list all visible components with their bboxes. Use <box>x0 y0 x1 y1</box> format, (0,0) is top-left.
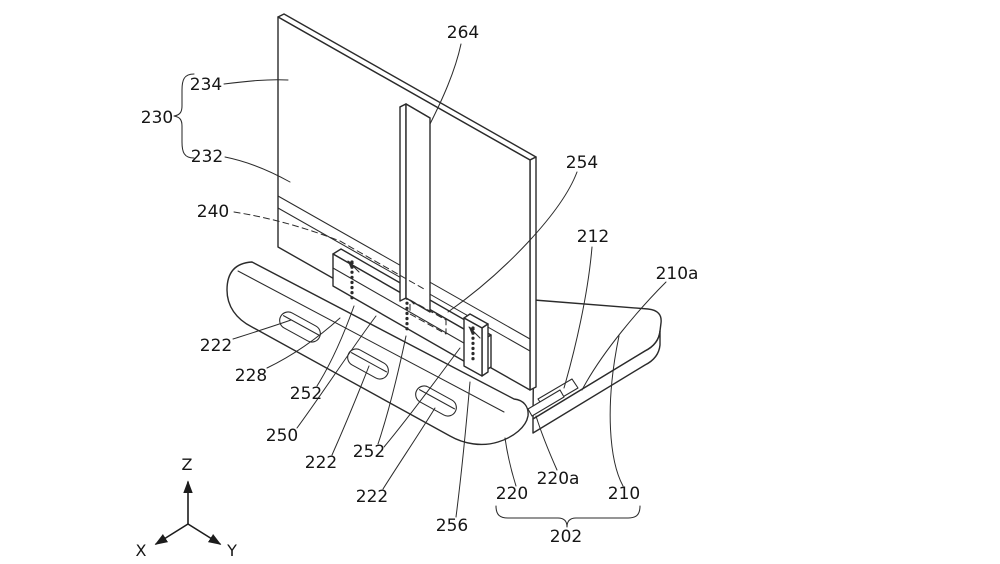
roller-1 <box>279 311 321 343</box>
ref-label-202: 202 <box>550 527 582 547</box>
axis-x-arrow <box>154 523 189 545</box>
ref-label-264: 264 <box>447 23 479 43</box>
leader-228 <box>266 317 341 369</box>
hidden-part-254-outline <box>409 299 447 335</box>
ref-label-222-bottom: 222 <box>356 487 388 507</box>
rail-top-front-edge <box>237 270 505 413</box>
leader-264 <box>429 43 462 125</box>
roller-line <box>418 389 456 410</box>
leader-220 <box>504 437 517 487</box>
ref-label-240: 240 <box>197 202 229 222</box>
leader-256 <box>455 381 471 518</box>
ref-label-212: 212 <box>577 227 609 247</box>
ref-label-228: 228 <box>235 366 267 386</box>
leader-210 <box>609 335 624 487</box>
axis-y-arrow <box>187 523 222 545</box>
leader-220a <box>535 415 558 471</box>
leader-252-right-a <box>377 335 407 445</box>
base-plate-front-face <box>532 330 661 434</box>
braces <box>173 73 641 528</box>
leader-252-left <box>316 305 355 387</box>
ref-label-250: 250 <box>266 426 298 446</box>
underbrace-202 <box>495 505 641 528</box>
rail-body <box>226 261 529 446</box>
support-bar-side-face <box>399 103 407 302</box>
ref-label-210a: 210a <box>656 264 699 284</box>
leader-254 <box>447 171 578 313</box>
roller-line <box>282 315 320 336</box>
roller-line <box>350 352 388 373</box>
spring-arrow-1 <box>347 260 360 273</box>
axis-x-label: X <box>136 541 147 560</box>
leader-240 <box>233 211 425 290</box>
panel-side-edge <box>529 156 537 391</box>
spring-arrow-3 <box>468 326 481 339</box>
ref-label-252-right: 252 <box>353 442 385 462</box>
ref-label-222-mid: 222 <box>305 453 337 473</box>
base-plate-right <box>527 299 662 434</box>
ref-label-220a: 220a <box>537 469 580 489</box>
ref-label-222-left: 222 <box>200 336 232 356</box>
leader-lines <box>223 43 667 518</box>
ref-label-230: 230 <box>141 108 173 128</box>
axis-z-label: Z <box>182 455 193 474</box>
reference-labels: 264 234 230 232 240 254 212 210a 222 228… <box>141 23 699 547</box>
ref-label-232: 232 <box>191 147 223 167</box>
axis-triad: Z X Y <box>136 455 238 560</box>
ref-label-210: 210 <box>608 484 640 504</box>
support-bar-front-face <box>405 103 431 313</box>
leader-234 <box>223 79 289 85</box>
ref-label-256: 256 <box>436 516 468 536</box>
leader-250 <box>296 315 377 429</box>
leader-252-right-b <box>383 347 461 448</box>
leader-222-left <box>232 319 292 340</box>
ref-label-254: 254 <box>566 153 598 173</box>
ref-label-252-left: 252 <box>290 384 322 404</box>
hinge-piece-lower <box>527 389 565 417</box>
axis-y-label: Y <box>226 541 237 560</box>
leader-222-bottom <box>382 407 436 490</box>
leader-222-mid <box>331 365 370 456</box>
leader-212 <box>563 246 593 389</box>
small-post-side-face <box>481 323 489 377</box>
brace-230 <box>173 73 195 159</box>
leader-232 <box>224 156 291 183</box>
bracket-step-line <box>332 267 484 355</box>
ref-label-234: 234 <box>190 75 222 95</box>
base-rail-front <box>226 261 529 446</box>
support-bar <box>399 103 447 335</box>
leader-210a <box>581 281 667 391</box>
ref-label-220: 220 <box>496 484 528 504</box>
